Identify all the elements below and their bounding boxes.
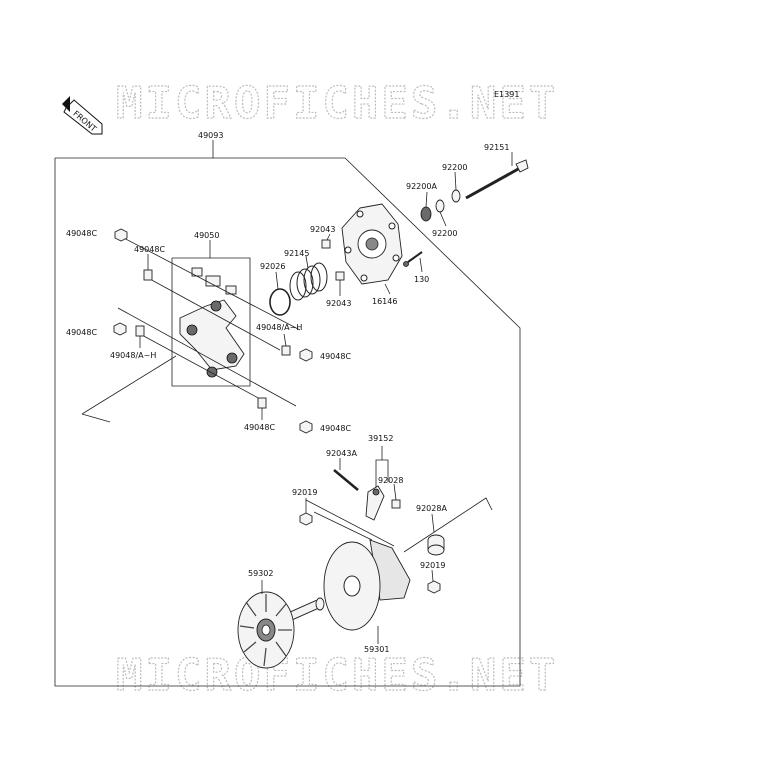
washer-49048AH-2 <box>135 325 145 337</box>
bushing-92028A <box>427 534 445 556</box>
label-92043-bottom: 92043 <box>326 299 351 308</box>
label-49048C-2: 49048C <box>134 245 165 254</box>
pin-92043-top <box>321 239 331 249</box>
spring-92145 <box>289 262 328 301</box>
leader-49048AH-1 <box>283 333 287 347</box>
leader-92200-a <box>454 171 457 191</box>
pin-line-1 <box>119 235 301 331</box>
label-16146: 16146 <box>372 297 397 306</box>
pin-line-5 <box>81 355 177 415</box>
arm-bracket <box>179 299 245 378</box>
nut-49048C-1 <box>114 228 128 242</box>
box-49050 <box>171 257 251 387</box>
nut-92019-2 <box>427 580 441 594</box>
front-arrow-icon: FRONT <box>62 96 103 135</box>
leader-16146 <box>384 283 391 295</box>
weight-arm <box>365 485 401 521</box>
washer-92200-a <box>451 189 461 203</box>
pin-line-7 <box>305 499 395 547</box>
movable-sheave-59301 <box>323 539 411 631</box>
label-92026: 92026 <box>260 262 285 271</box>
spider-16146 <box>341 203 403 285</box>
pin-line-4 <box>139 333 263 401</box>
leader-130 <box>419 257 423 273</box>
label-49048C-4: 49048C <box>320 352 351 361</box>
rollers <box>191 267 237 295</box>
label-49048C-3: 49048C <box>66 328 97 337</box>
diagram-code: E1391 <box>494 90 519 99</box>
nut-49048C-5 <box>257 397 267 409</box>
label-92145: 92145 <box>284 249 309 258</box>
label-92043A: 92043A <box>326 449 357 458</box>
label-92151: 92151 <box>484 143 509 152</box>
leader-92043-top <box>326 233 331 241</box>
label-49048AH-1: 49048/A~H <box>256 323 302 332</box>
bolt-92151 <box>465 159 529 200</box>
label-92200-b: 92200 <box>432 229 457 238</box>
nut-92019-1 <box>299 512 313 526</box>
label-92200A: 92200A <box>406 182 437 191</box>
washer-92200-b <box>435 199 445 213</box>
ring-92026 <box>269 288 291 316</box>
pin-92043A <box>333 469 359 491</box>
nut-49048C-4 <box>299 348 313 362</box>
label-92028: 92028 <box>378 476 403 485</box>
label-92019-1: 92019 <box>292 488 317 497</box>
watermark-bottom: MICROFICHES.NET <box>116 650 558 701</box>
nut-49048C-3 <box>113 322 127 336</box>
label-49050: 49050 <box>194 231 219 240</box>
label-59302: 59302 <box>248 569 273 578</box>
pin-line-8 <box>313 511 373 541</box>
pin-line-3 <box>117 307 297 407</box>
nut-92200A <box>420 206 432 222</box>
pin-92043-bottom <box>335 271 345 281</box>
assembly-outline <box>54 157 521 687</box>
label-49048C-5: 49048C <box>244 423 275 432</box>
label-49093: 49093 <box>198 131 223 140</box>
leader-92028 <box>393 483 397 501</box>
label-49048AH-2: 49048/A~H <box>110 351 156 360</box>
label-92019-2: 92019 <box>420 561 445 570</box>
watermark-top: MICROFICHES.NET <box>116 78 558 129</box>
nut-49048C-2 <box>143 269 153 281</box>
label-49048C-1: 49048C <box>66 229 97 238</box>
screw-130 <box>403 251 423 267</box>
leader-92200A <box>425 191 428 208</box>
label-59301: 59301 <box>364 645 389 654</box>
nut-49048C-6 <box>299 420 313 434</box>
leader-92026 <box>275 271 279 290</box>
pin-line-6 <box>81 413 111 423</box>
label-130: 130 <box>414 275 429 284</box>
label-49048C-6: 49048C <box>320 424 351 433</box>
leader-92019-2 <box>431 569 434 582</box>
leader-92028A-line <box>403 497 493 553</box>
label-92028A: 92028A <box>416 504 447 513</box>
leader-92145 <box>305 255 309 269</box>
label-92200-a: 92200 <box>442 163 467 172</box>
fixed-sheave-59302 <box>237 591 325 669</box>
label-92043-top: 92043 <box>310 225 335 234</box>
bracket-39152 <box>375 459 389 490</box>
washer-49048AH-1 <box>281 345 291 356</box>
pin-line-2 <box>147 277 281 351</box>
leader-92028A <box>431 513 435 533</box>
label-39152: 39152 <box>368 434 393 443</box>
leader-92200-b <box>439 211 447 227</box>
